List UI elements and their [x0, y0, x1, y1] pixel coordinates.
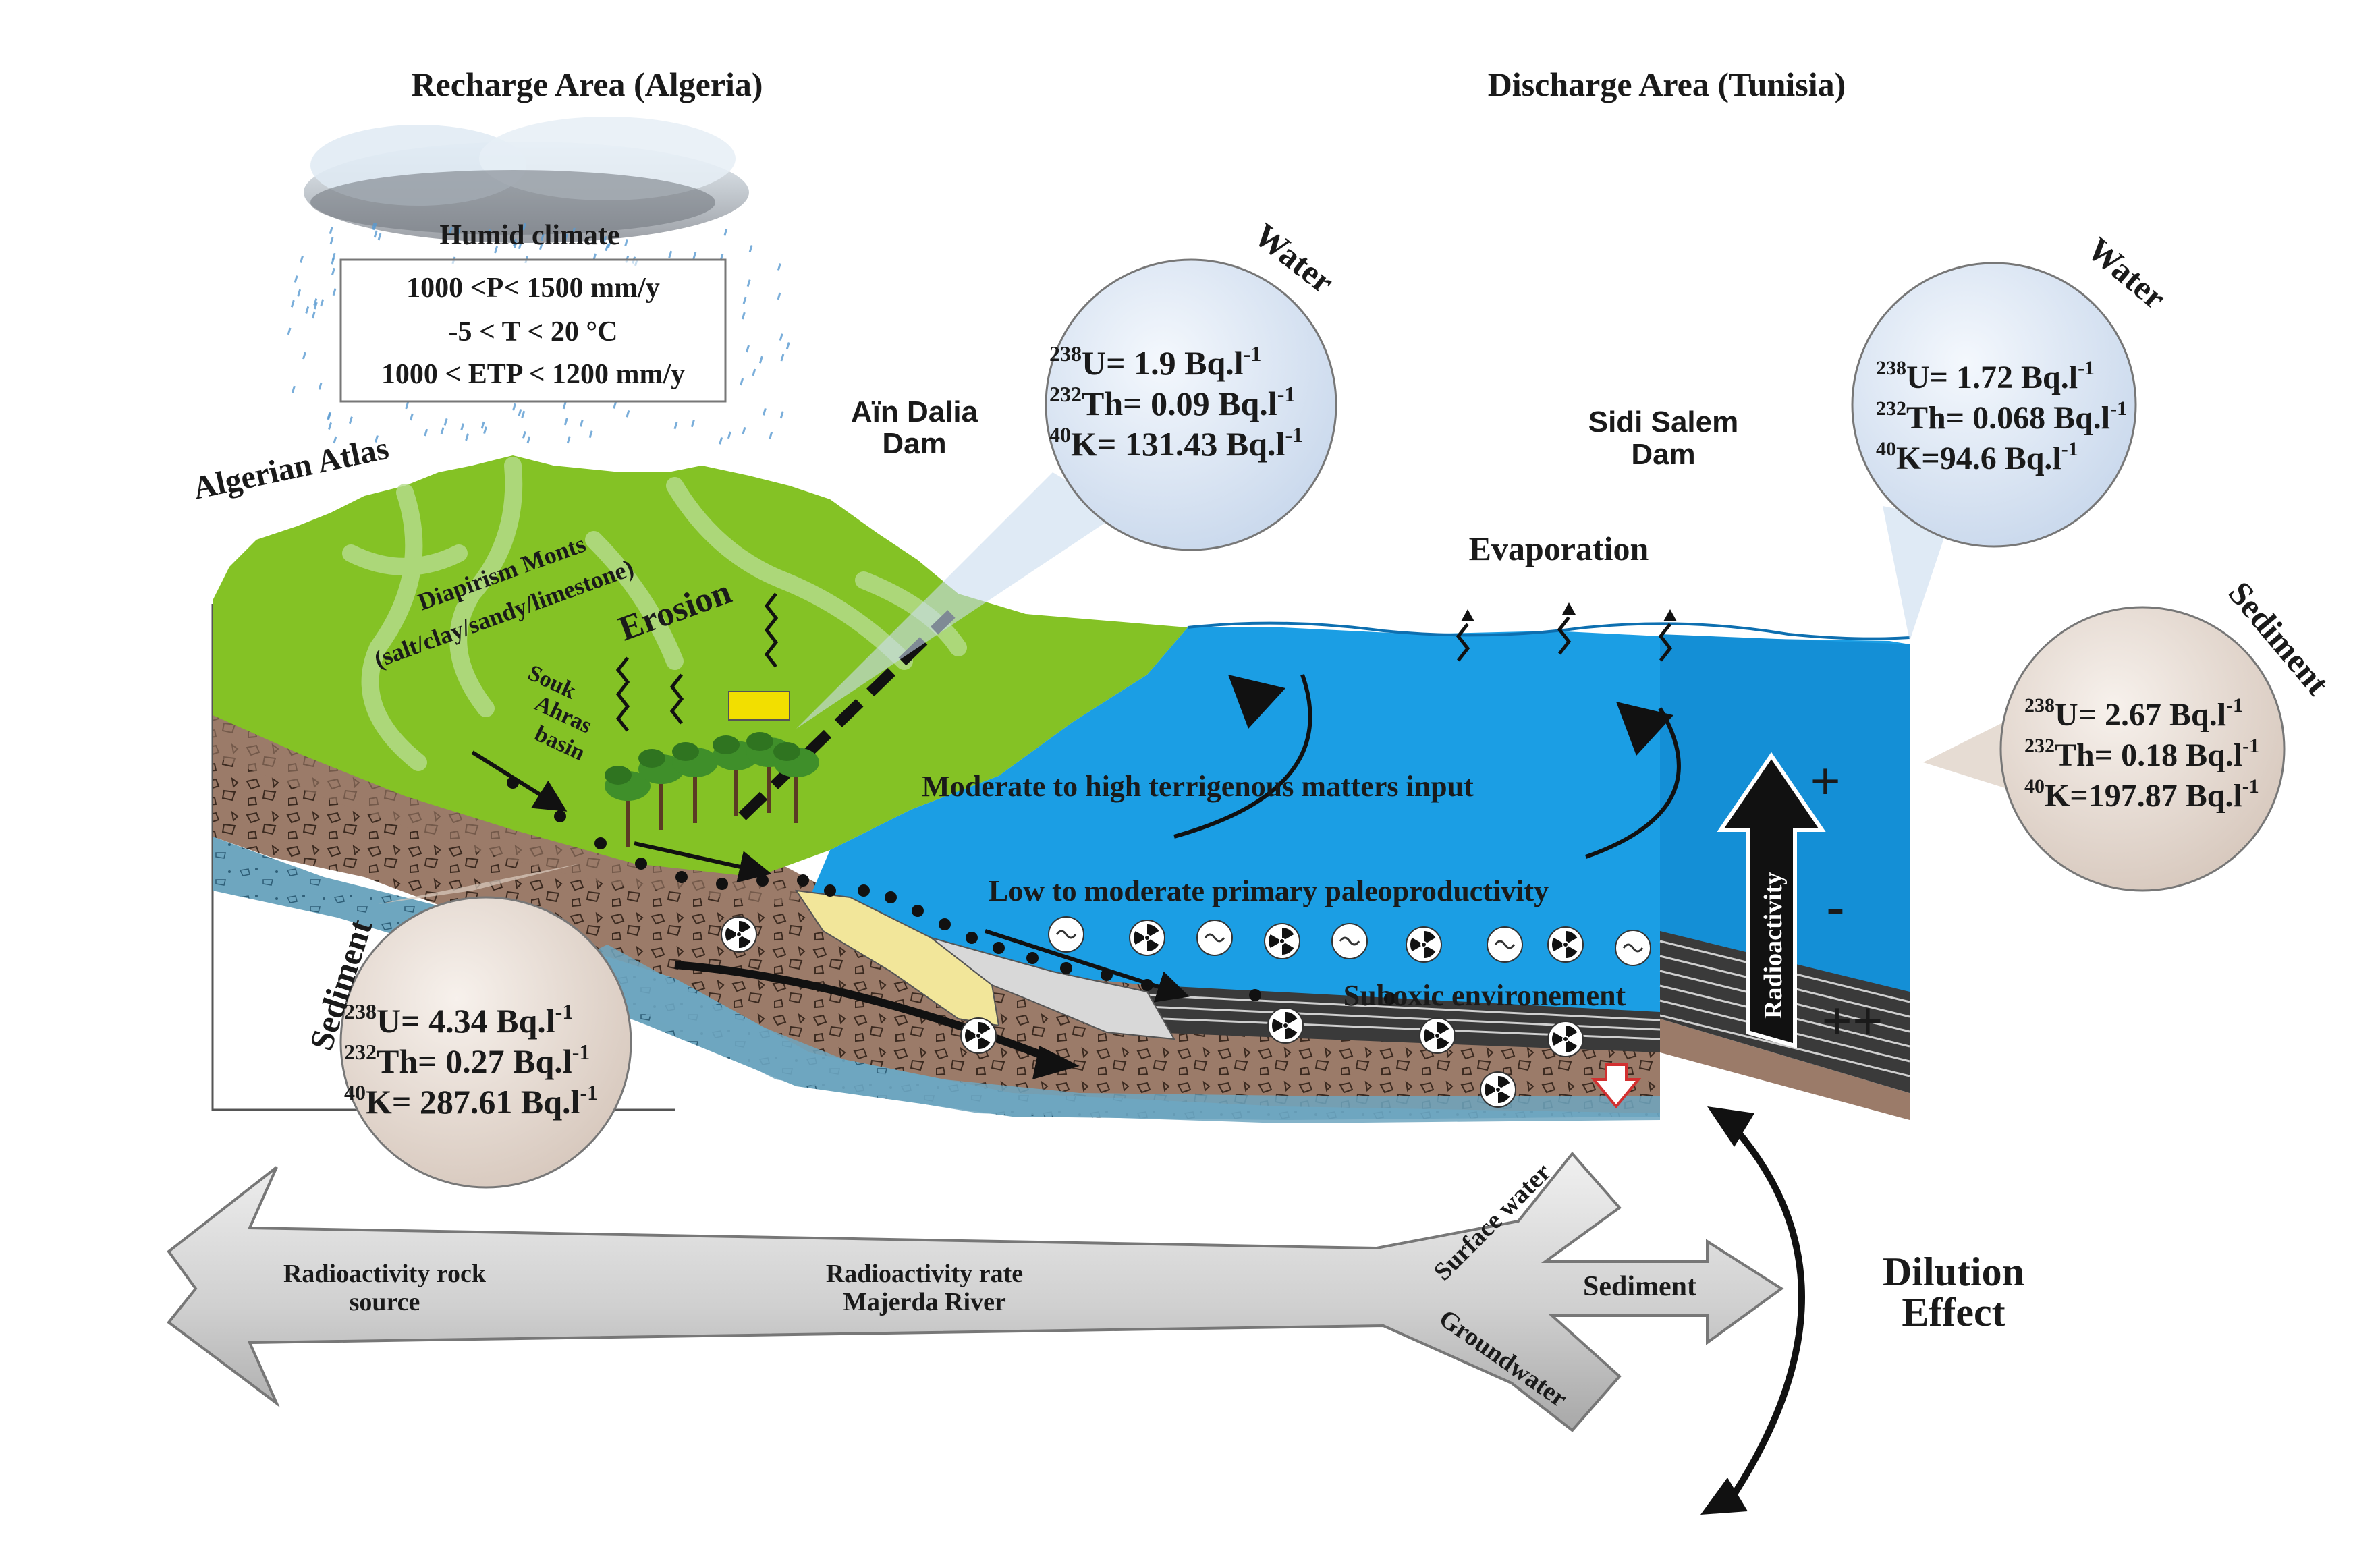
- water-bubble-2-k40: 40K=94.6 Bq.l-1: [1876, 438, 2078, 476]
- discharge-area-title: Discharge Area (Tunisia): [1488, 65, 1846, 103]
- infiltration-arrow-icon: [1590, 1063, 1642, 1109]
- dilution-line2: Effect: [1902, 1290, 2005, 1335]
- water-bubble-1-k40: 40K= 131.43 Bq.l-1: [1049, 422, 1303, 463]
- cloud-icon: [304, 117, 749, 243]
- sediment-bubble-2-u238: 238U= 4.34 Bq.l-1: [344, 999, 573, 1040]
- flow-rate-line2: Majerda River: [843, 1288, 1006, 1316]
- flow-sediment: Sediment: [1583, 1271, 1696, 1302]
- climate-title: Humid climate: [439, 220, 619, 251]
- zigzag-arrows: [615, 592, 1677, 732]
- flow-source-line1: Radioactivity rock: [283, 1260, 487, 1288]
- water-bubble-2-pointer: [1883, 506, 1950, 641]
- circulation-arrows: [1173, 674, 1681, 859]
- plus-marker: +: [1810, 752, 1841, 812]
- sediment-bubble-1-u238: 238U= 2.67 Bq.l-1: [2024, 694, 2243, 733]
- sediment-bubble-1-k40: 40K=197.87 Bq.l-1: [2024, 775, 2259, 814]
- algerian-atlas-label: Algerian Atlas: [190, 430, 391, 507]
- sediment-bubble-2-pointer: [378, 864, 580, 904]
- sediment-bubble-2-th232: 232Th= 0.27 Bq.l-1: [344, 1040, 590, 1080]
- groundwater-flow-arrow: [1032, 1046, 1080, 1079]
- ain-dalia-label: Aïn Dalia: [851, 395, 978, 428]
- water-bubble-2-th232: 232Th= 0.068 Bq.l-1: [1876, 397, 2127, 436]
- sediment-bubble-2: [339, 896, 632, 1189]
- sediment-bubble-1: [1999, 606, 2286, 892]
- paleoproductivity-label: Low to moderate primary paleoproductivit…: [989, 874, 1549, 907]
- dilution-arrowhead-top: [1707, 1106, 1754, 1147]
- dilution-line1: Dilution: [1883, 1249, 2024, 1294]
- climate-box: [339, 258, 727, 403]
- delta-silt: [931, 937, 1175, 1040]
- sediment-bubble-1-th232: 232Th= 0.18 Bq.l-1: [2024, 735, 2259, 773]
- curl-arrow-head-1: [1228, 675, 1285, 729]
- water-bubble-2: [1851, 262, 2137, 548]
- radioactivity-label: Radioactivity: [1759, 872, 1788, 1019]
- ain-dalia-dam-label: Dam: [882, 427, 946, 460]
- sidi-salem-dam-label: Dam: [1631, 438, 1695, 471]
- dilution-arrowhead-bottom: [1700, 1478, 1748, 1515]
- minus-marker: -: [1827, 877, 1845, 936]
- flow-rate-line1: Radioactivity rate: [826, 1260, 1023, 1288]
- radioactivity-flow-arrow: [167, 1151, 1784, 1432]
- dilution-arc: [1724, 1117, 1805, 1507]
- soil-front: [213, 715, 810, 904]
- climate-precipitation: 1000 <P< 1500 mm/y: [406, 273, 660, 304]
- radioactivity-arrow: [1717, 752, 1826, 1048]
- climate-temperature: -5 < T < 20 °C: [449, 316, 618, 347]
- recharge-area-title: Recharge Area (Algeria): [411, 65, 763, 103]
- reservoir-top-edge: [1187, 621, 1910, 640]
- groundwater-band: [553, 945, 1660, 1123]
- evaporation-label: Evaporation: [1469, 530, 1649, 567]
- radioactive-symbols: [721, 916, 1651, 1108]
- terrigenous-label: Moderate to high terrigenous matters inp…: [922, 770, 1474, 803]
- climate-etp: 1000 < ETP < 1200 mm/y: [381, 359, 685, 390]
- sidi-salem-label: Sidi Salem: [1588, 405, 1739, 439]
- ain-dalia-dam-marker: [728, 691, 790, 721]
- water-bubble-1-pointer: [796, 472, 1120, 729]
- delta-sand: [794, 889, 1000, 1027]
- flow-source-line2: source: [350, 1288, 420, 1316]
- sediment-bubble-2-k40: 40K= 287.61 Bq.l-1: [344, 1080, 598, 1121]
- water-bubble-1-u238: 238U= 1.9 Bq.l-1: [1049, 341, 1261, 382]
- suboxic-label: Suboxic environement: [1344, 979, 1626, 1012]
- water-bubble-2-u238: 238U= 1.72 Bq.l-1: [1876, 357, 2095, 395]
- curl-arrow-head-2: [1616, 702, 1673, 756]
- trees-icon: [605, 732, 819, 847]
- plus-plus-marker: ++: [1821, 992, 1883, 1051]
- water-bubble-1-th232: 232Th= 0.09 Bq.l-1: [1049, 382, 1295, 422]
- water-bubble-1: [1045, 258, 1337, 551]
